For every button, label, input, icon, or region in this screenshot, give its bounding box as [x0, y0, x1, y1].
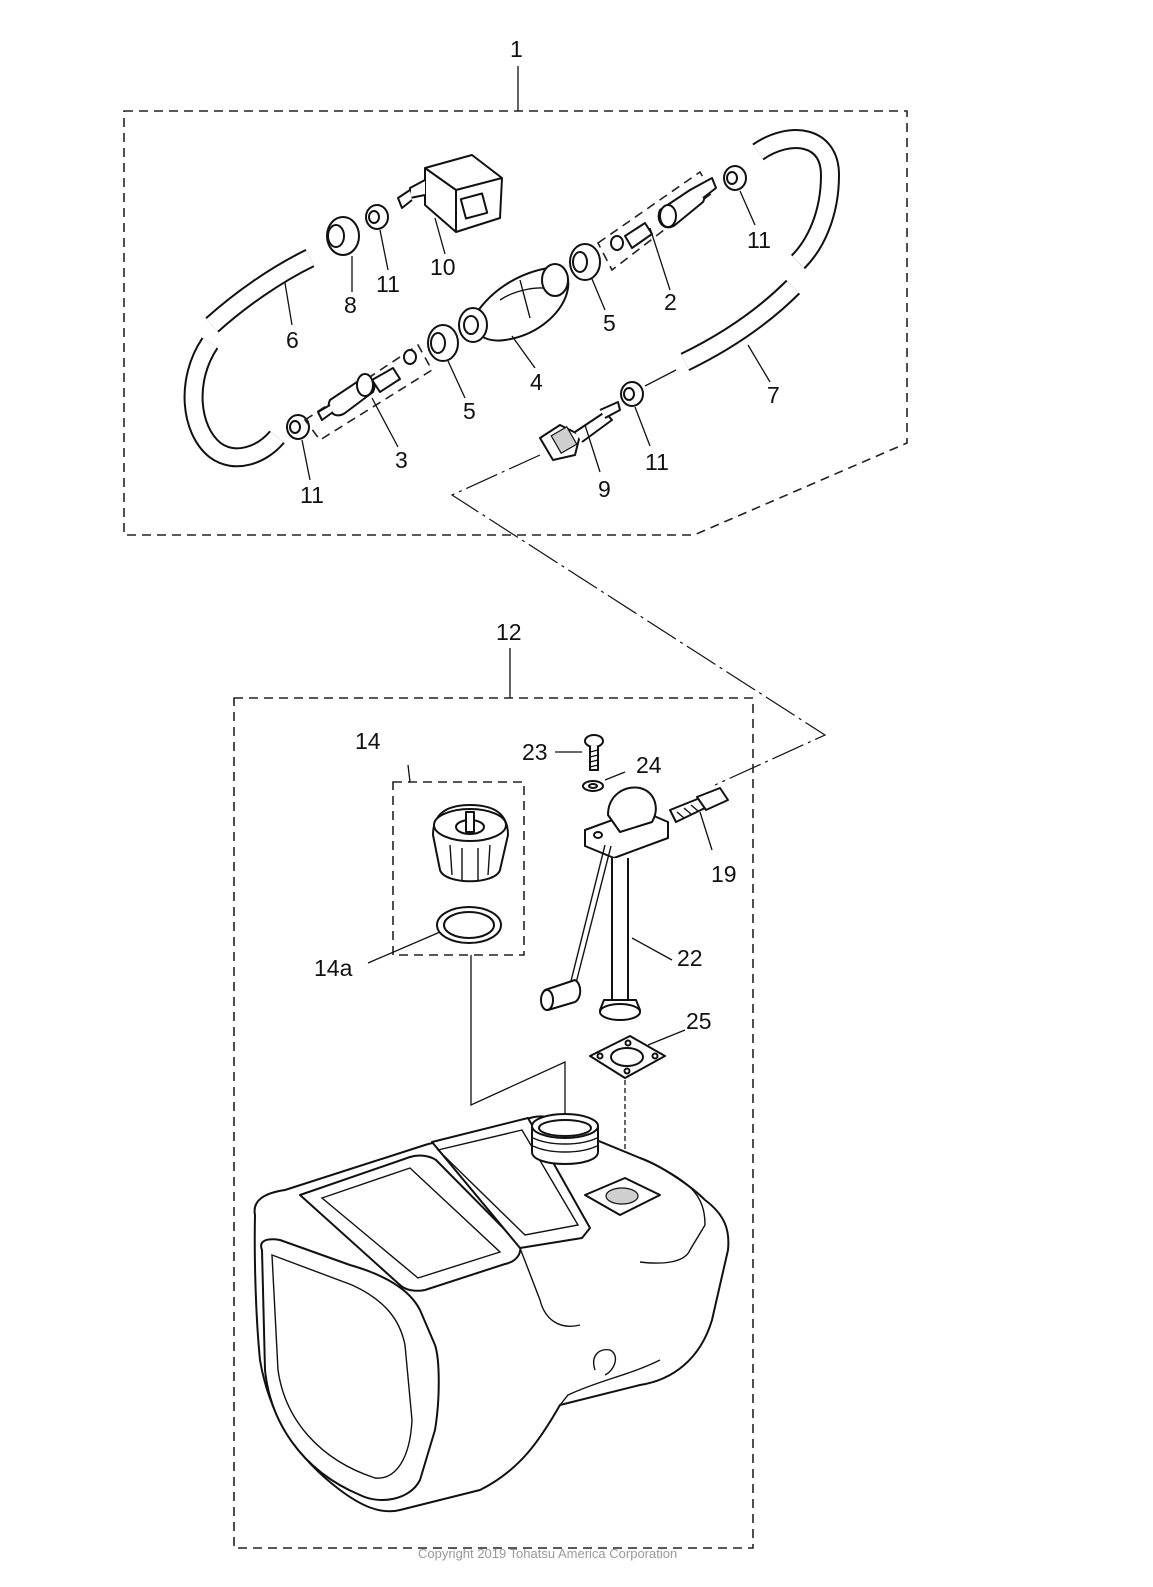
- callout-5-left: 5: [463, 398, 476, 424]
- callout-1: 1: [510, 36, 523, 62]
- callout-4: 4: [530, 369, 543, 395]
- callout-24: 24: [636, 752, 662, 778]
- clip-11-b: [723, 165, 747, 191]
- clip-11-d: [620, 381, 644, 407]
- washer-24: [582, 780, 604, 792]
- callout-11-a: 11: [376, 271, 400, 297]
- clip-11-a: [365, 204, 389, 230]
- callout-12: 12: [496, 619, 522, 645]
- callout-14: 14: [355, 728, 381, 754]
- assembly-boundary-12: [233, 697, 754, 1549]
- callout-22: 22: [677, 945, 703, 971]
- gasket-25: [589, 1035, 666, 1079]
- callout-11-b: 11: [747, 227, 771, 253]
- collar-5-right: [569, 243, 601, 281]
- hose-7: [680, 279, 801, 371]
- copyright-text: Copyright 2019 Tohatsu America Corporati…: [418, 1546, 677, 1561]
- clip-11-c: [286, 414, 310, 440]
- primer-bulb-4: [458, 263, 570, 343]
- fitting-19: [669, 787, 729, 823]
- callout-9: 9: [598, 476, 611, 502]
- fuel-tank-assembly: 12 14 14a 19 22 23 24 25: [233, 619, 754, 1549]
- fuel-line-assembly: 1 2 3 4 5 5 6 7 8 9 10 11 11 11 11: [123, 36, 908, 536]
- callout-5-right: 5: [603, 310, 616, 336]
- callout-8: 8: [344, 292, 357, 318]
- fuel-cap-14: [432, 804, 509, 883]
- callout-7: 7: [767, 382, 780, 408]
- callout-3: 3: [395, 447, 408, 473]
- callout-14a: 14a: [314, 955, 353, 981]
- collar-8: [326, 216, 360, 256]
- fitting-9: [539, 401, 621, 461]
- valve-2: [596, 170, 717, 272]
- callout-10: 10: [430, 254, 456, 280]
- collar-5-left: [427, 324, 459, 362]
- hose-6: [183, 249, 315, 468]
- fuel-gauge-22: [540, 786, 669, 1021]
- callout-6: 6: [286, 327, 299, 353]
- callout-19: 19: [711, 861, 737, 887]
- callout-23: 23: [522, 739, 548, 765]
- fuel-tank: [253, 1113, 730, 1513]
- hose-upper-right: [752, 129, 841, 270]
- o-ring-14a: [436, 906, 502, 944]
- connector-10: [397, 154, 503, 233]
- assembly-boundary-1: [123, 110, 908, 536]
- callout-11-c: 11: [300, 482, 324, 508]
- valve-3: [303, 343, 434, 442]
- callout-2: 2: [664, 289, 677, 315]
- callout-25: 25: [686, 1008, 712, 1034]
- fuel-flow-link-line: [450, 454, 827, 786]
- screw-23: [584, 734, 604, 771]
- callout-11-d: 11: [645, 449, 669, 475]
